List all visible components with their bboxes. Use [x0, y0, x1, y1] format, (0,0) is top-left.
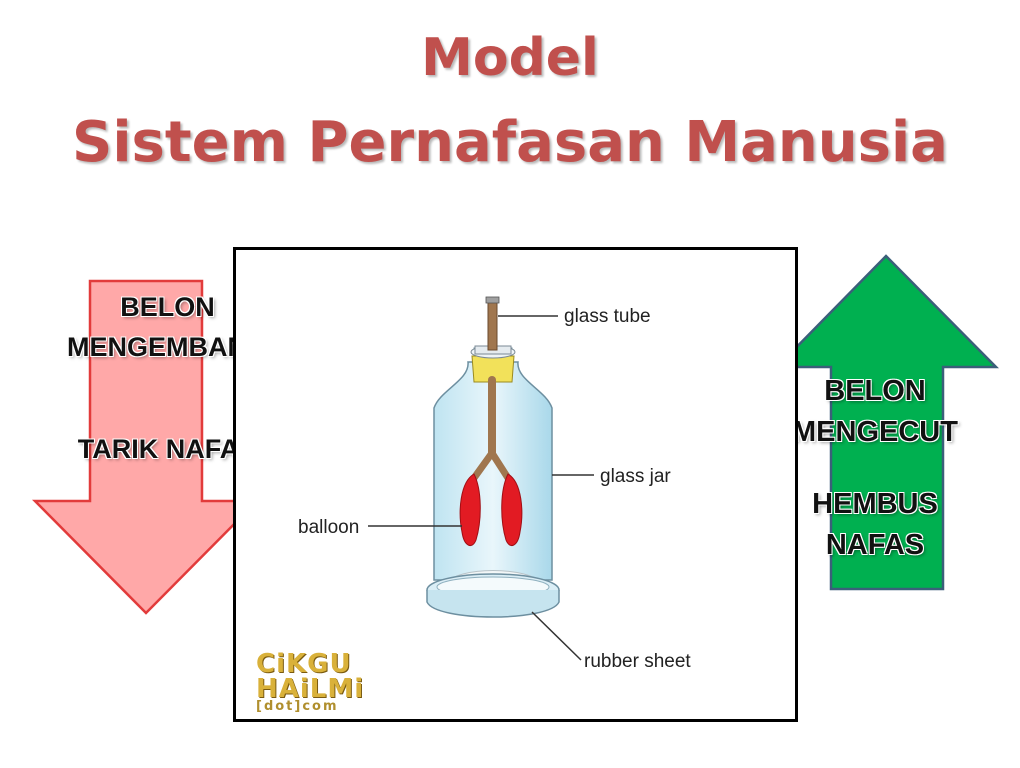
glass-tube [487, 299, 498, 351]
label-glass-tube: glass tube [564, 306, 651, 327]
glass-tube-top [485, 296, 500, 304]
y-branch-left [470, 449, 496, 482]
balloon-left [459, 473, 481, 547]
label-glass-jar: glass jar [600, 466, 671, 487]
left-arrow-label-belon: BELON [120, 292, 215, 322]
title-line-1: Model [421, 28, 599, 88]
right-arrow-label-nafas: NAFAS [825, 529, 925, 561]
bell-jar-diagram: glass tube glass jar balloon rubber shee… [298, 296, 691, 672]
logo-line-1: CiKGU [256, 649, 352, 679]
left-arrow-label-tarik-nafas: TARIK NAFAS [77, 434, 258, 464]
label-balloon: balloon [298, 517, 359, 538]
logo-line-3: [dot]com [256, 699, 339, 715]
balloon-right [501, 473, 523, 547]
right-arrow-label-belon: BELON [824, 375, 926, 407]
right-arrow-label-mengecut: MENGECUT [792, 416, 958, 448]
diagram-frame: glass tube glass jar balloon rubber shee… [233, 247, 798, 722]
right-arrow-label-hembus: HEMBUS [812, 488, 938, 520]
cikgu-hailmi-logo: CiKGU HAiLMi [dot]com [256, 649, 368, 715]
label-rubber-sheet: rubber sheet [584, 651, 691, 672]
y-branch-right [488, 449, 512, 482]
title-line-2: Sistem Pernafasan Manusia [72, 110, 948, 175]
rubber-sheet-base [426, 590, 560, 618]
logo-line-2: HAiLMi [256, 673, 365, 704]
leader-rubber-sheet [531, 611, 582, 661]
down-arrow-icon [32, 279, 260, 615]
